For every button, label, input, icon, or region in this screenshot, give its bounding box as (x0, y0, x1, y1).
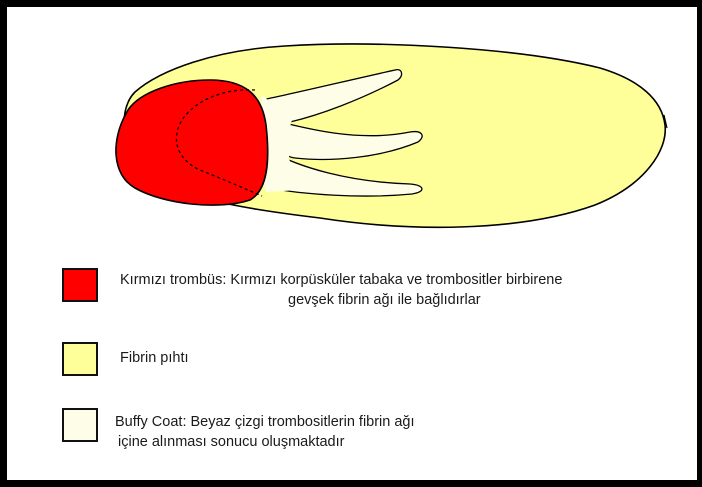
legend-red-line1: Kırmızı trombüs: Kırmızı korpüsküler tab… (120, 270, 562, 290)
red-thrombus-shape (116, 80, 268, 205)
legend-buffy-line1: Buffy Coat: Beyaz çizgi trombositlerin f… (115, 412, 415, 432)
legend-text-red-thrombus: Kırmızı trombüs: Kırmızı korpüsküler tab… (120, 270, 562, 310)
legend-text-fibrin-clot: Fibrin pıhtı (120, 348, 189, 368)
legend-text-buffy-coat: Buffy Coat: Beyaz çizgi trombositlerin f… (115, 412, 415, 452)
legend-fibrin-line1: Fibrin pıhtı (120, 348, 189, 368)
legend-buffy-line2: içine alınması sonucu oluşmaktadır (115, 432, 415, 452)
legend-swatch-red-thrombus (62, 268, 98, 302)
legend-swatch-buffy-coat (62, 408, 98, 442)
legend-red-line2: gevşek fibrin ağı ile bağlıdırlar (120, 290, 562, 310)
legend-swatch-fibrin-clot (62, 342, 98, 376)
